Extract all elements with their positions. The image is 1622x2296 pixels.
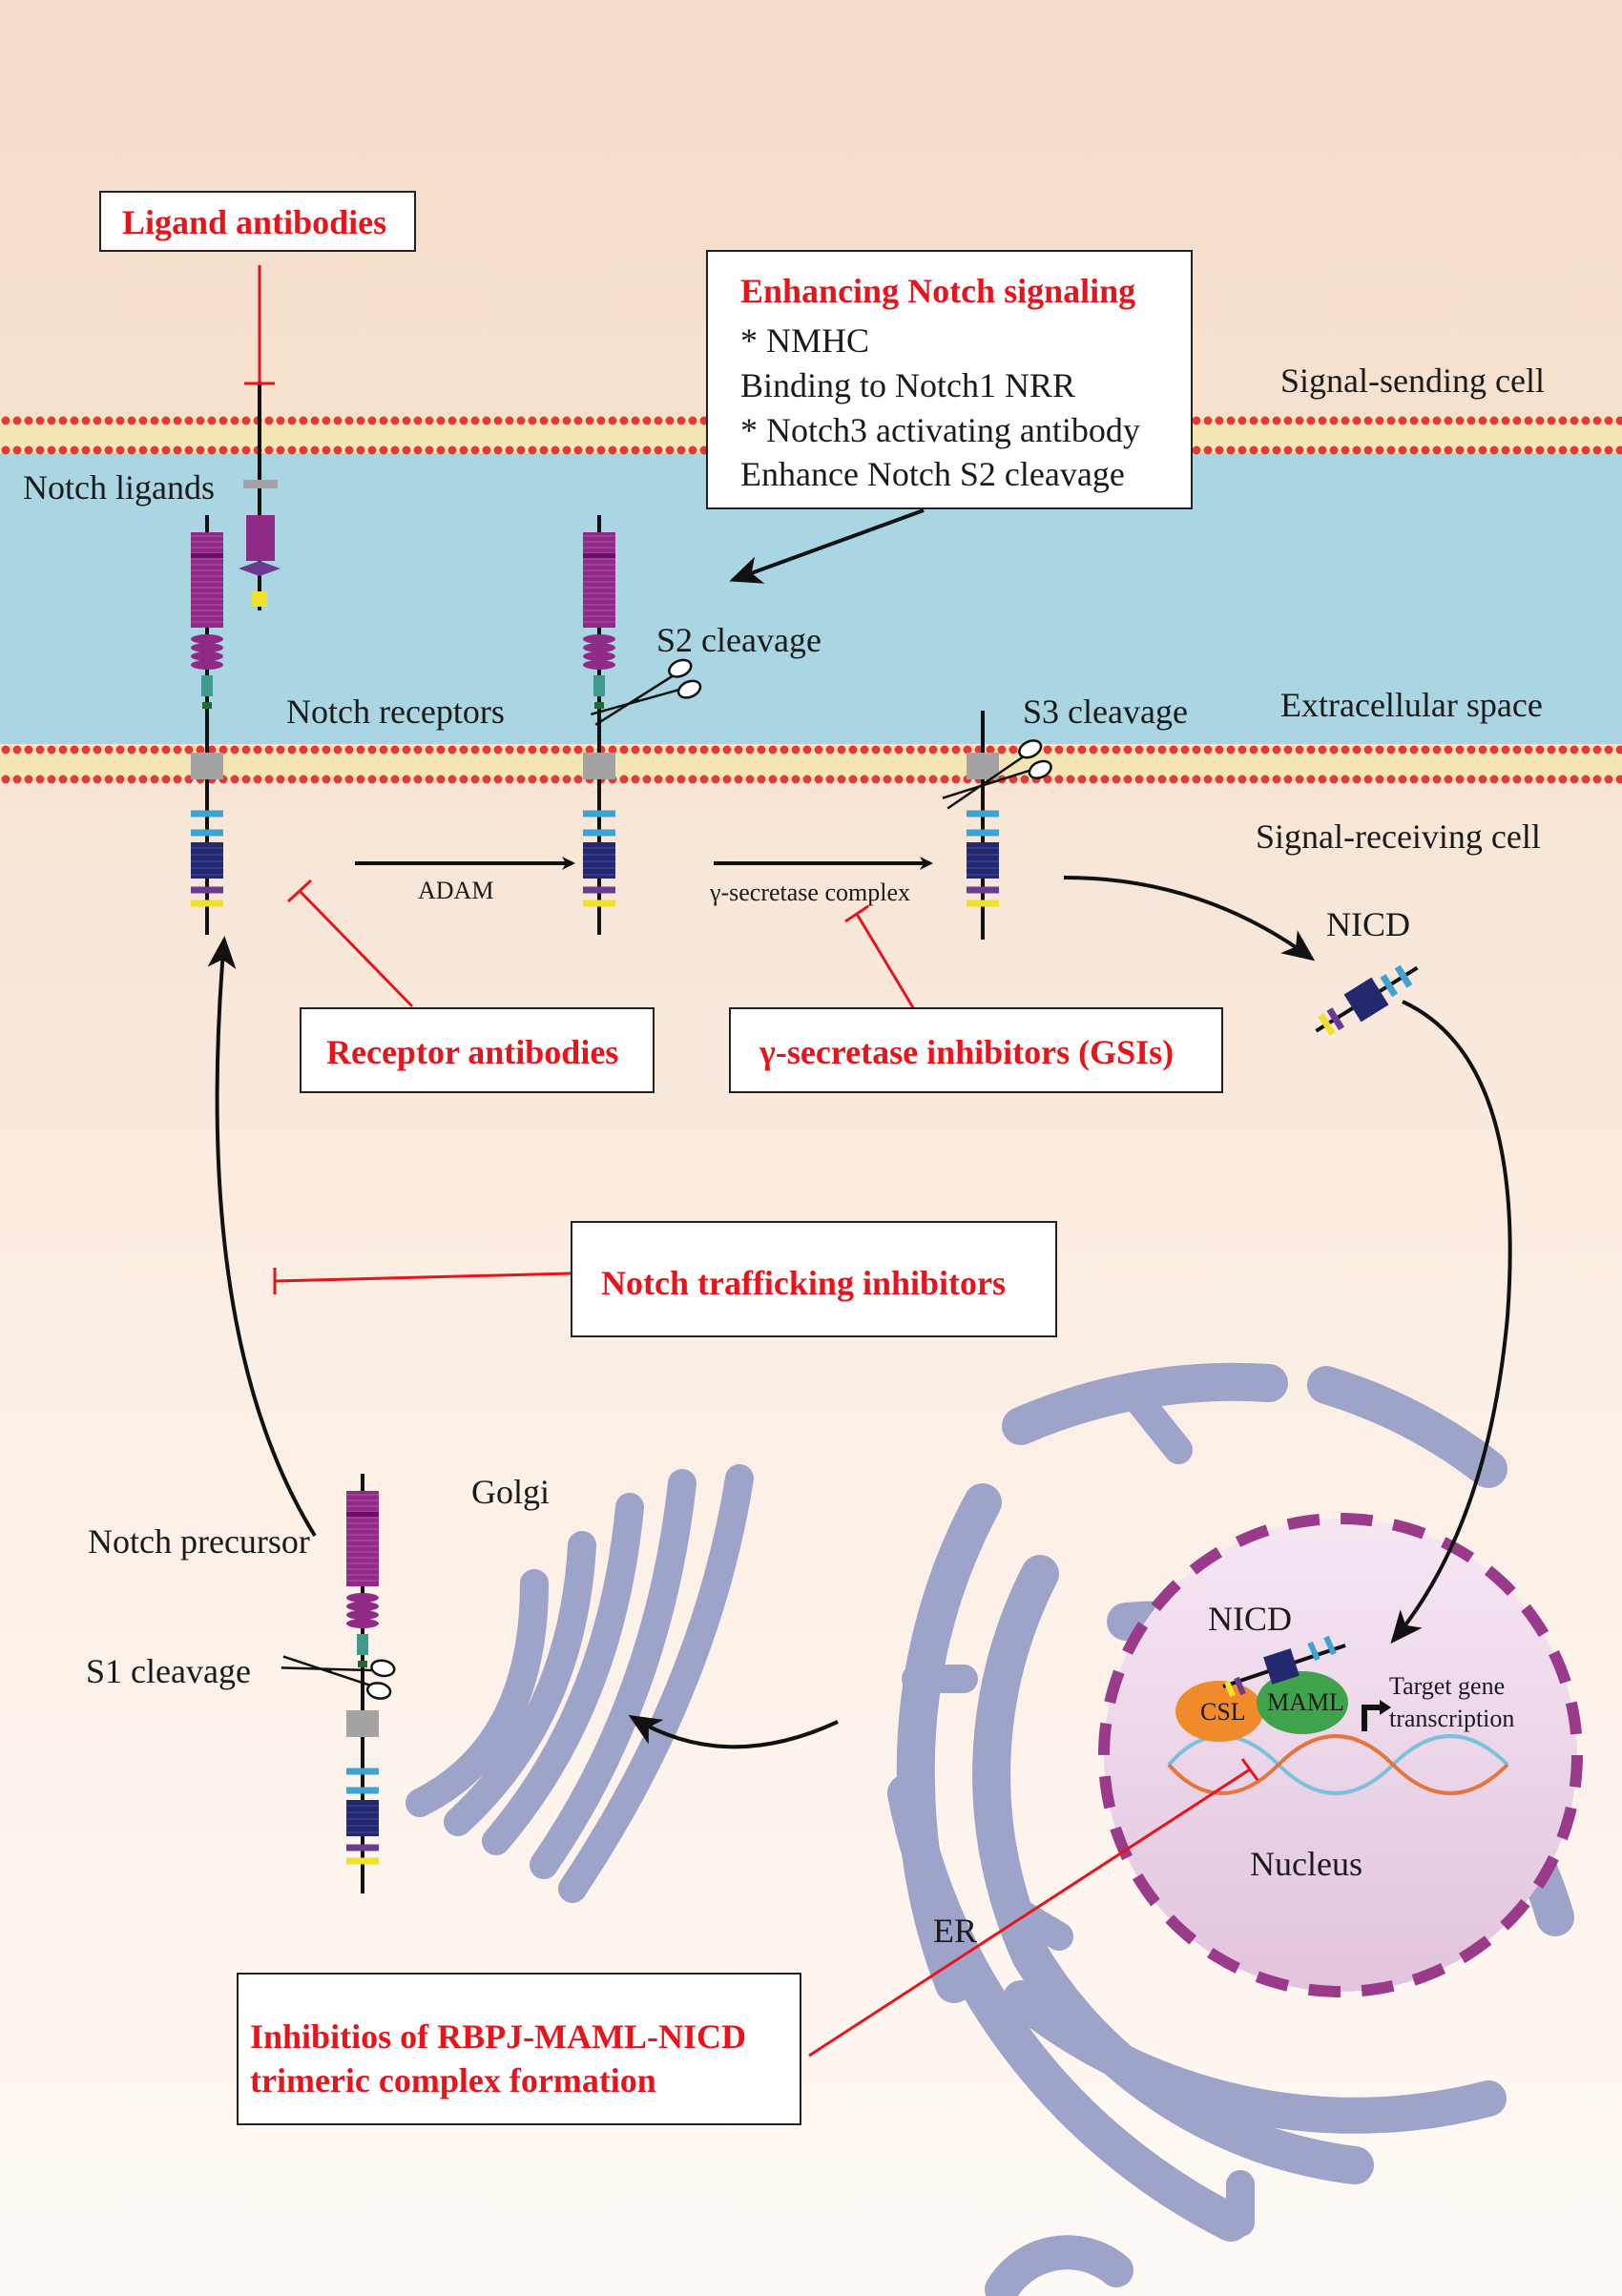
pathway-arrows xyxy=(207,508,1512,1749)
label-target-gene-line2: transcription xyxy=(1389,1705,1515,1732)
notch-receptor-3 xyxy=(967,711,999,940)
gsi-box: γ-secretase inhibitors (GSIs) xyxy=(729,1007,1223,1093)
scissors-s2-icon xyxy=(590,658,702,726)
nicd-cytoplasm xyxy=(1315,964,1419,1036)
maml-protein xyxy=(1257,1671,1348,1734)
nicd-in-nucleus xyxy=(1222,1635,1346,1698)
label-notch-receptors: Notch receptors xyxy=(286,693,505,731)
enhancing-line: Enhance Notch S2 cleavage xyxy=(740,455,1125,494)
transcription-start-arrow xyxy=(1362,1705,1383,1731)
label-er: ER xyxy=(933,1912,978,1950)
label-notch-precursor: Notch precursor xyxy=(88,1522,310,1561)
label-signal-sending-cell: Signal-sending cell xyxy=(1280,362,1545,400)
label-gamma-secretase-complex: γ-secretase complex xyxy=(710,879,910,906)
trafficking-inhibitors-text: Notch trafficking inhibitors xyxy=(601,1264,1007,1302)
ligand-antibodies-text: Ligand antibodies xyxy=(122,203,387,241)
label-s3-cleavage: S3 cleavage xyxy=(1023,693,1188,731)
enhancing-title: Enhancing Notch signaling xyxy=(740,272,1136,310)
enhancing-notch-box: Enhancing Notch signaling * NMHC Binding… xyxy=(706,250,1193,509)
label-s2-cleavage: S2 cleavage xyxy=(656,621,821,659)
golgi-apparatus xyxy=(406,1464,754,1903)
label-csl: CSL xyxy=(1200,1698,1246,1726)
csl-protein xyxy=(1175,1681,1263,1742)
inhibitor-lines xyxy=(244,265,1259,2058)
label-adam: ADAM xyxy=(418,877,494,904)
complex-inhibitors-line1: Inhibitios of RBPJ-MAML-NICD xyxy=(250,2017,747,2056)
lower-membrane xyxy=(0,745,1622,784)
gsi-text: γ-secretase inhibitors (GSIs) xyxy=(759,1033,1175,1071)
enhancing-line: Binding to Notch1 NRR xyxy=(740,365,1076,404)
complex-inhibitors-box: Inhibitios of RBPJ-MAML-NICD trimeric co… xyxy=(237,1973,801,2125)
label-notch-ligands: Notch ligands xyxy=(23,468,215,507)
enhancing-line: * NMHC xyxy=(740,321,870,360)
notch-receptor-1 xyxy=(191,515,223,935)
trafficking-inhibitors-box: Notch trafficking inhibitors xyxy=(571,1221,1057,1337)
receptor-antibodies-box: Receptor antibodies xyxy=(300,1007,655,1093)
label-signal-receiving-cell: Signal-receiving cell xyxy=(1256,817,1541,856)
scissors-s3-icon xyxy=(942,739,1052,810)
label-golgi: Golgi xyxy=(471,1473,551,1511)
label-s1-cleavage: S1 cleavage xyxy=(86,1652,251,1690)
label-target-gene-line1: Target gene xyxy=(1389,1672,1506,1700)
label-maml: MAML xyxy=(1267,1688,1344,1716)
label-nicd-nucleus: NICD xyxy=(1208,1600,1292,1638)
enhancing-line: * Notch3 activating antibody xyxy=(740,410,1140,449)
notch-ligand xyxy=(239,382,281,610)
receptor-antibodies-text: Receptor antibodies xyxy=(326,1033,619,1071)
label-extracellular-space: Extracellular space xyxy=(1280,686,1543,724)
ligand-antibodies-box: Ligand antibodies xyxy=(99,191,416,252)
label-nucleus: Nucleus xyxy=(1250,1845,1362,1883)
nucleus xyxy=(1098,1513,1583,1997)
notch-receptor-2 xyxy=(583,515,615,935)
scissors-s1-icon xyxy=(281,1655,396,1700)
complex-inhibitors-line2: trimeric complex formation xyxy=(250,2061,656,2099)
label-nicd-cytoplasm: NICD xyxy=(1326,905,1410,943)
